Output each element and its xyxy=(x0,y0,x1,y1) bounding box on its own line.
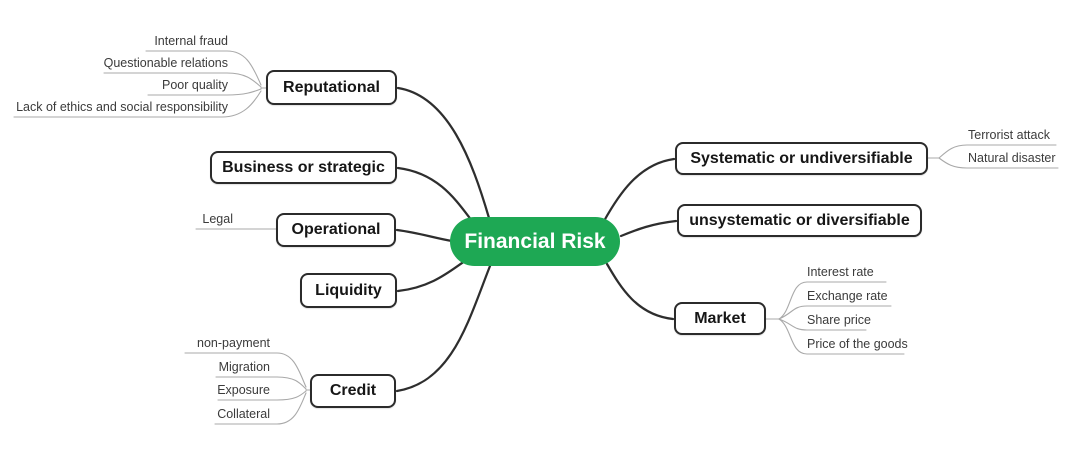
branch-node-reputational[interactable]: Reputational xyxy=(266,70,397,105)
branch-connectors xyxy=(395,86,678,393)
branch-node-business-or-strategic[interactable]: Business or strategic xyxy=(210,151,397,184)
leaf-line-terrorist-attack xyxy=(938,144,1057,159)
leaf-label-collateral[interactable]: Collateral xyxy=(217,407,270,421)
leaf-label-migration[interactable]: Migration xyxy=(218,360,270,374)
branch-node-operational[interactable]: Operational xyxy=(276,213,396,247)
center-node-financial-risk[interactable]: Financial Risk xyxy=(450,217,620,266)
leaf-line-exposure xyxy=(217,390,307,401)
leaf-label-lack-of-ethics[interactable]: Lack of ethics and social responsibility xyxy=(16,100,228,114)
branch-connector-credit xyxy=(395,264,492,393)
leaf-label-share-price[interactable]: Share price xyxy=(807,313,871,327)
branch-connector-business xyxy=(396,166,474,223)
leaf-label-price-of-the-goods[interactable]: Price of the goods xyxy=(807,337,908,351)
leaf-line-poor-quality xyxy=(147,88,262,96)
leaf-label-terrorist-attack[interactable]: Terrorist attack xyxy=(968,128,1050,142)
leaf-line-natural-disaster xyxy=(938,157,1059,169)
branch-connector-reputational xyxy=(396,86,491,220)
leaf-label-poor-quality[interactable]: Poor quality xyxy=(161,78,228,92)
branch-connector-operational xyxy=(395,228,454,243)
branch-connector-systematic xyxy=(602,157,676,223)
leaf-line-share-price xyxy=(778,318,867,331)
leaf-label-interest-rate[interactable]: Interest rate xyxy=(807,265,874,279)
leaf-line-interest-rate xyxy=(778,281,887,320)
leaf-label-exchange-rate[interactable]: Exchange rate xyxy=(807,289,888,303)
leaf-label-legal[interactable]: Legal xyxy=(202,212,233,226)
leaf-label-questionable-relations[interactable]: Questionable relations xyxy=(103,56,228,70)
leaf-line-questionable-relations xyxy=(103,72,262,88)
branch-node-credit[interactable]: Credit xyxy=(310,374,396,408)
branch-node-market[interactable]: Market xyxy=(674,302,766,335)
leaf-line-lack-of-ethics xyxy=(13,90,262,118)
branch-node-liquidity[interactable]: Liquidity xyxy=(300,273,397,308)
branch-connector-market xyxy=(605,262,675,321)
leaf-connectors xyxy=(13,50,1059,425)
leaf-line-exchange-rate xyxy=(778,305,892,320)
branch-connector-liquidity xyxy=(396,257,470,293)
leaf-line-non-payment xyxy=(184,352,307,388)
leaf-line-internal-fraud xyxy=(145,50,262,86)
branch-connector-unsystematic xyxy=(619,219,678,238)
leaf-label-internal-fraud[interactable]: Internal fraud xyxy=(154,34,228,48)
leaf-line-collateral xyxy=(214,392,307,425)
leaf-label-non-payment[interactable]: non-payment xyxy=(197,336,270,350)
branch-node-unsystematic-or-diversifiable[interactable]: unsystematic or diversifiable xyxy=(677,204,922,237)
leaf-label-exposure[interactable]: Exposure xyxy=(217,383,270,397)
leaf-label-natural-disaster[interactable]: Natural disaster xyxy=(968,151,1056,165)
branch-node-systematic-or-undiversifiable[interactable]: Systematic or undiversifiable xyxy=(675,142,928,175)
leaf-line-price-of-goods xyxy=(778,318,905,355)
leaf-line-migration xyxy=(215,376,307,390)
